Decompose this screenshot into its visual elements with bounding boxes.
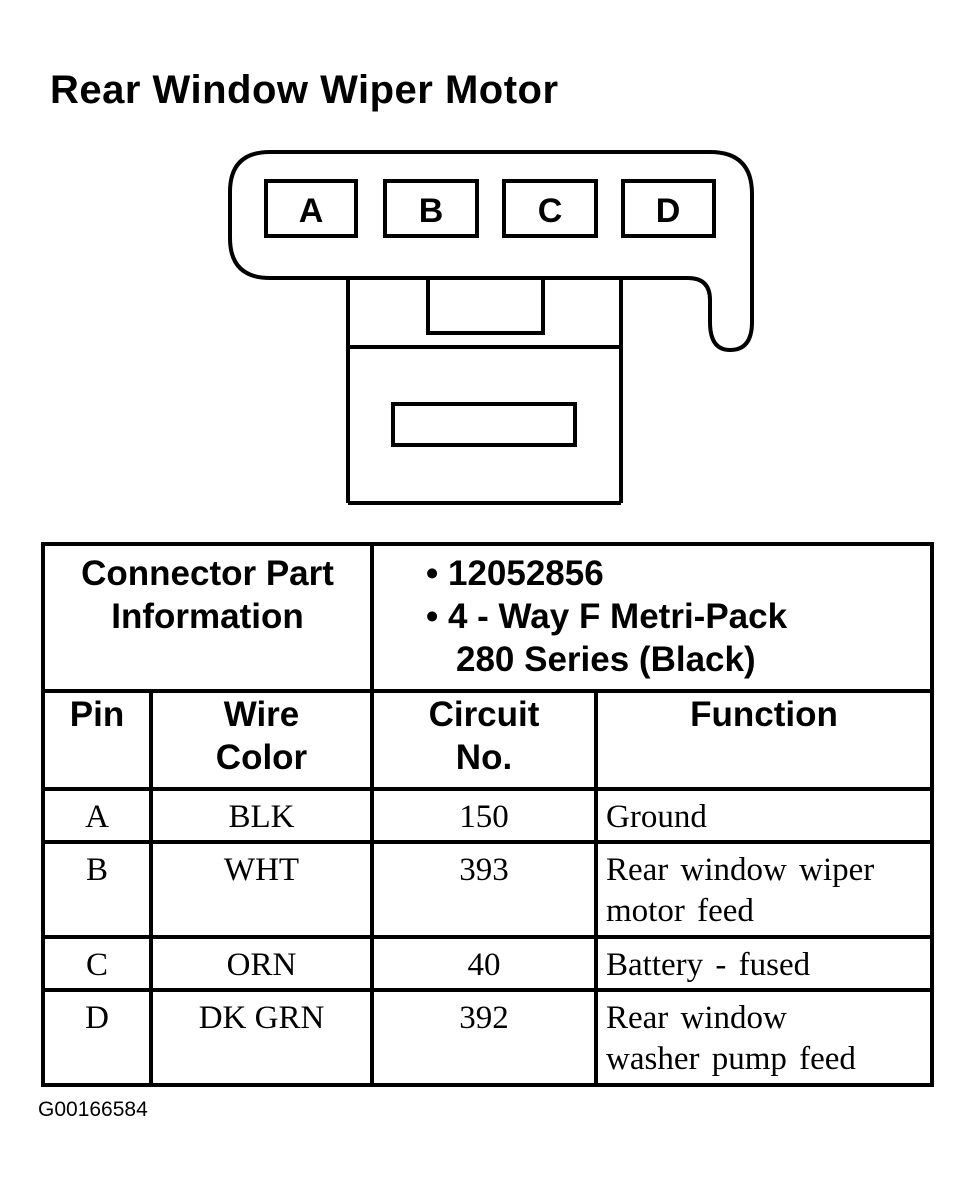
cell-function-line2: washer pump feed <box>606 1041 856 1077</box>
connector-shell <box>228 150 754 353</box>
diagram-title: Rear Window Wiper Motor <box>50 68 559 112</box>
figure-code: G00166584 <box>38 1098 148 1121</box>
connector-info-label: Connector Part Information <box>41 542 374 693</box>
connector-info-label-line1: Connector Part <box>81 554 334 593</box>
header-wire-color: Wire Color <box>149 689 374 791</box>
cell-function-line1: Battery - fused <box>606 947 811 983</box>
cell-pin: C <box>41 935 153 992</box>
pin-label-b: B <box>419 192 444 230</box>
table-row: C ORN 40 Battery - fused <box>41 935 935 992</box>
connector-description-line2: 280 Series (Black) <box>456 640 756 679</box>
housing-slot <box>391 402 577 447</box>
cell-function-line1: Ground <box>606 799 707 835</box>
pin-label-d: D <box>656 192 681 230</box>
bullet-icon: • <box>426 554 448 593</box>
header-pin: Pin <box>41 689 153 791</box>
cell-pin: A <box>41 787 153 844</box>
cell-function: Rear window washer pump feed <box>593 988 935 1087</box>
lock-tab <box>426 276 545 335</box>
cell-wire-color: BLK <box>149 787 374 844</box>
cell-circuit: 150 <box>370 787 598 844</box>
header-circuit-no: Circuit No. <box>370 689 598 791</box>
cell-wire-color: WHT <box>149 840 374 939</box>
header-circuit-line2: No. <box>455 738 513 777</box>
cell-pin: B <box>41 840 153 939</box>
cell-function-line2: motor feed <box>606 893 754 929</box>
header-pin-label: Pin <box>69 695 125 734</box>
pin-cavity-a <box>264 179 358 238</box>
cell-circuit: 393 <box>370 840 598 939</box>
table-row: B WHT 393 Rear window wiper motor feed <box>41 840 935 939</box>
cell-circuit: 40 <box>370 935 598 992</box>
header-function: Function <box>593 689 935 791</box>
bullet-icon: • <box>426 597 448 636</box>
connector-description-line1: 4 - Way F Metri-Pack <box>447 597 788 636</box>
connector-info-values: • 12052856 • 4 - Way F Metri-Pack 280 Se… <box>369 542 935 693</box>
connector-pinout-table: Connector Part Information • 12052856 • … <box>41 542 935 1087</box>
cell-wire-color: DK GRN <box>149 988 374 1087</box>
cell-circuit: 392 <box>370 988 598 1087</box>
connector-face-drawing: A B C D <box>228 150 754 505</box>
pin-label-c: C <box>538 192 563 230</box>
cell-pin: D <box>41 988 153 1087</box>
connector-info-row: Connector Part Information • 12052856 • … <box>41 542 935 693</box>
header-function-label: Function <box>690 695 838 734</box>
cell-function: Ground <box>593 787 935 844</box>
cell-wire-color: ORN <box>149 935 374 992</box>
connector-info-label-line2: Information <box>111 597 304 636</box>
header-wire-color-line1: Wire <box>223 695 300 734</box>
cell-function-line1: Rear window wiper <box>606 852 875 888</box>
header-circuit-line1: Circuit <box>428 695 540 734</box>
cell-function: Battery - fused <box>593 935 935 992</box>
part-number: 12052856 <box>447 554 604 593</box>
table-row: D DK GRN 392 Rear window washer pump fee… <box>41 988 935 1087</box>
table-header-row: Pin Wire Color Circuit No. Function <box>41 689 935 791</box>
cell-function-line1: Rear window <box>606 1000 787 1036</box>
pin-cavity-d <box>621 179 716 238</box>
table-row: A BLK 150 Ground <box>41 787 935 844</box>
pin-cavity-b <box>383 179 479 238</box>
cell-function: Rear window wiper motor feed <box>593 840 935 939</box>
pin-label-a: A <box>299 192 324 230</box>
header-wire-color-line2: Color <box>215 738 308 777</box>
pin-cavity-c <box>502 179 598 238</box>
